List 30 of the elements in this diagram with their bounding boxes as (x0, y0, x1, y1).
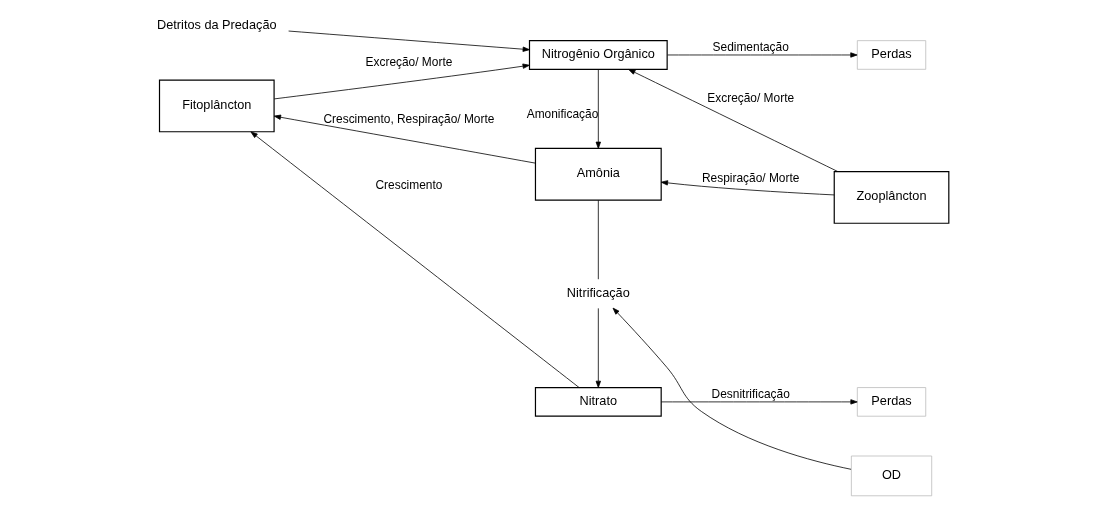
node-text: Detritos da Predação (156, 16, 277, 32)
edge-label: Excreção/ Morte (706, 90, 794, 105)
node-box: Zooplâncton (833, 170, 949, 224)
arrow (660, 180, 834, 196)
arrow (595, 69, 601, 149)
edge-label: Respiração/ Morte (701, 171, 799, 186)
arrow (595, 307, 601, 388)
node-text: Nitrificação (566, 284, 630, 300)
arrow (273, 114, 536, 164)
edge-label: Sedimentação (712, 40, 789, 54)
arrow (250, 131, 579, 388)
edge-label: Amonificação (526, 107, 598, 122)
arrow (273, 63, 530, 100)
node-box: Fitoplâncton (158, 79, 275, 133)
node-box: Perdas (856, 40, 926, 70)
node-box: Nitrogênio Orgânico (528, 40, 668, 70)
arrow (666, 52, 857, 58)
arrow (627, 69, 838, 172)
edge-label: Crescimento, Respiração/ Morte (322, 111, 494, 126)
arrow (660, 399, 858, 405)
edge-label: Crescimento (374, 178, 442, 193)
arrow (287, 30, 530, 52)
edge-label: Desnitrificação (711, 386, 790, 401)
arrow (612, 307, 851, 470)
node-box: Amônia (534, 147, 662, 201)
node-box: OD (850, 455, 932, 497)
node-box: Perdas (856, 387, 926, 417)
node-box: Nitrato (534, 386, 662, 417)
connector (597, 199, 599, 280)
edge-label: Excreção/ Morte (365, 55, 452, 70)
